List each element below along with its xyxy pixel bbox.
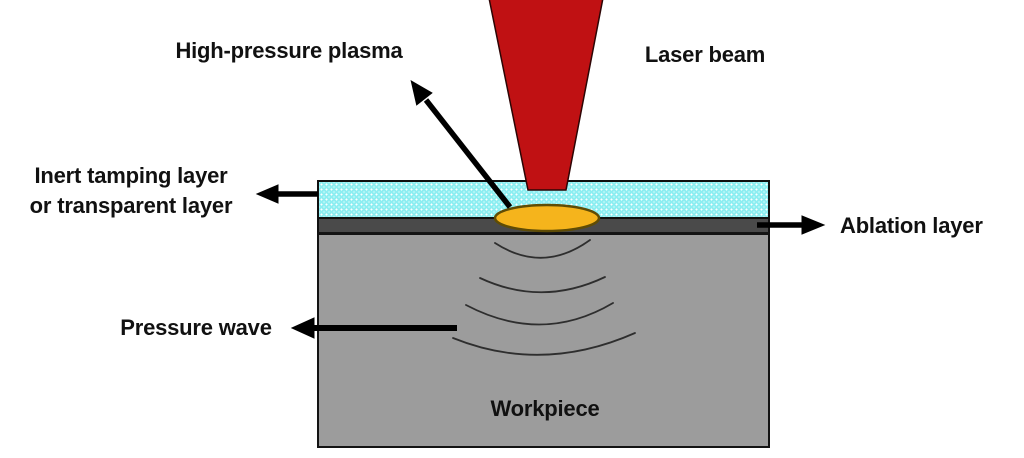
laser-beam-shape [488,0,604,191]
tamping-layer-arrow [255,184,318,204]
label-laser-beam: Laser beam [644,42,766,67]
pressure-wave-arc [479,276,606,294]
pressure-wave-arrow [290,317,457,339]
label-tamping-layer: Inert tamping layer or transparent layer [30,161,233,221]
label-ablation-layer: Ablation layer [840,213,983,238]
ablation-layer-arrow [757,215,826,235]
plasma-arrow [410,79,513,209]
plasma-spot [493,203,601,233]
pressure-wave-arc [465,302,614,326]
pressure-wave-arcs [452,239,636,356]
label-tamping-layer-line1: Inert tamping layer [34,163,228,188]
label-tamping-layer-line2: or transparent layer [29,193,233,218]
label-workpiece: Workpiece [490,396,600,421]
label-pressure-wave: Pressure wave [120,315,272,340]
pressure-wave-arc [452,332,636,356]
label-high-pressure-plasma: High-pressure plasma [175,38,403,63]
workpiece-shape [317,233,770,448]
pressure-wave-arc [494,239,591,259]
